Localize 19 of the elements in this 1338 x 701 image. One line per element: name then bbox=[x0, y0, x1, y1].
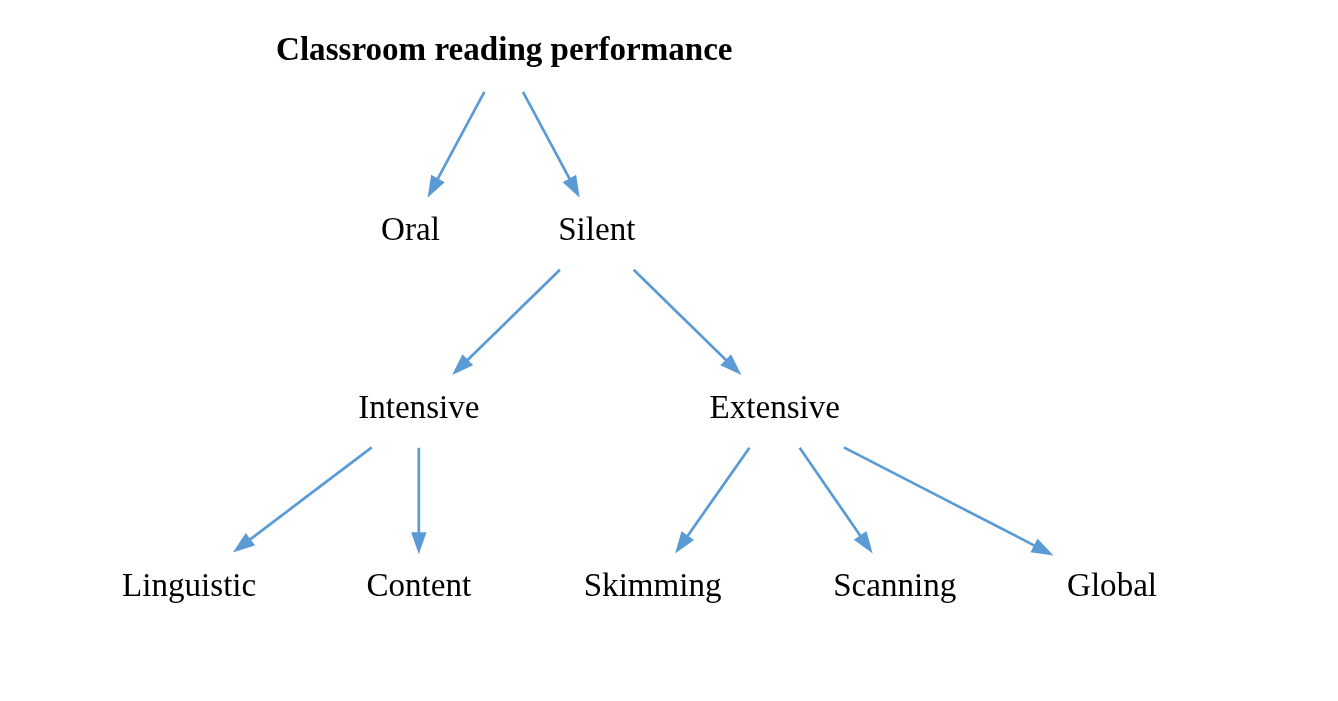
node-text: Global bbox=[1067, 566, 1158, 603]
node-text: Silent bbox=[558, 210, 636, 247]
node-text: Intensive bbox=[358, 388, 480, 425]
arrow bbox=[427, 91, 486, 198]
arrow bbox=[798, 447, 873, 554]
arrow bbox=[843, 446, 1054, 556]
node-text: Content bbox=[366, 566, 472, 603]
arrow bbox=[675, 447, 751, 554]
node-text: Classroom reading performance bbox=[276, 30, 733, 67]
arrow bbox=[632, 268, 742, 376]
arrow bbox=[521, 91, 580, 198]
arrow bbox=[411, 447, 427, 555]
node-text: Skimming bbox=[583, 566, 722, 603]
node-text: Scanning bbox=[833, 566, 957, 603]
node-text: Oral bbox=[381, 210, 440, 247]
arrow bbox=[452, 268, 561, 376]
node-text: Linguistic bbox=[122, 566, 257, 603]
node-text: Extensive bbox=[709, 388, 840, 425]
arrow bbox=[232, 446, 373, 553]
